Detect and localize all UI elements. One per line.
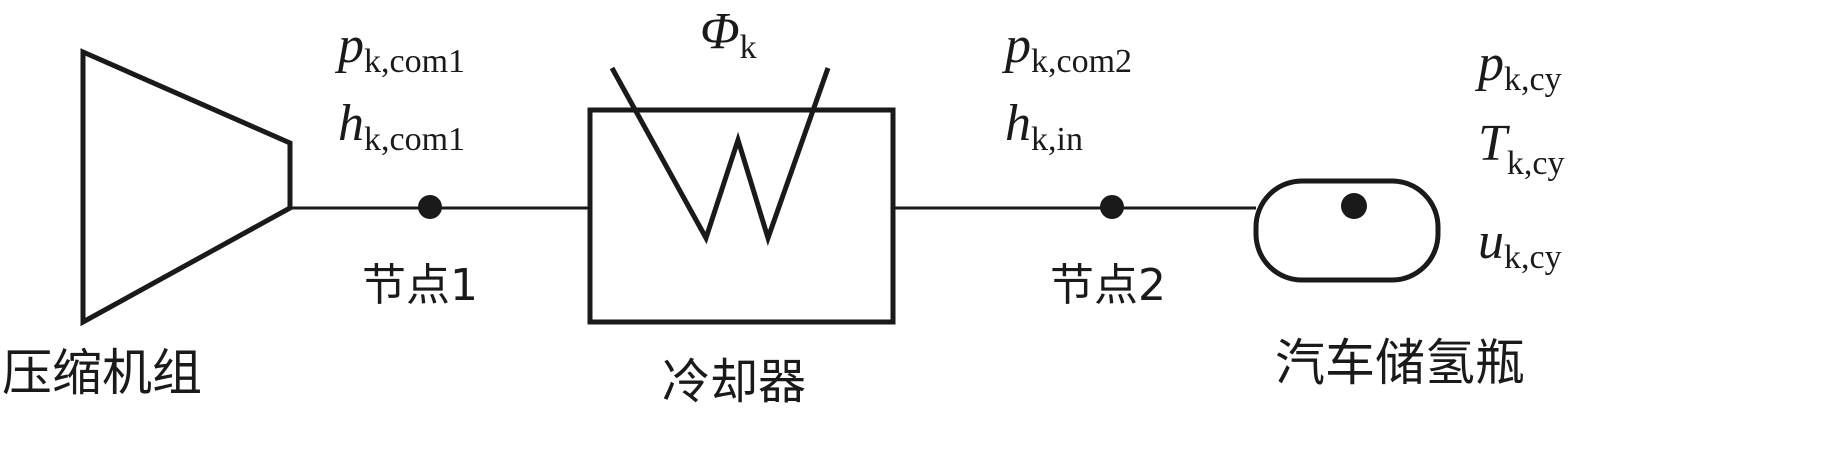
label-h-com1: hk,com1	[338, 95, 465, 158]
node2-dot	[1100, 195, 1124, 219]
cooler-label: 冷却器	[662, 354, 806, 410]
label-p-cy: pk,cy	[1474, 35, 1562, 98]
compressor-label: 压缩机组	[2, 344, 202, 402]
cooler-coil-symbol	[609, 66, 831, 246]
label-p-com1: pk,com1	[334, 17, 465, 80]
node1-label: 节点1	[362, 260, 478, 311]
cooler-box	[587, 107, 896, 325]
hydrogen-tank-symbol	[1253, 178, 1441, 283]
compressor-symbol	[80, 48, 293, 327]
tank-label: 汽车储氢瓶	[1275, 334, 1525, 392]
label-T-cy: Tk,cy	[1478, 115, 1565, 182]
label-u-cy: uk,cy	[1478, 213, 1562, 276]
tank-center-dot	[1341, 193, 1367, 219]
label-h-in: hk,in	[1005, 95, 1083, 158]
node1-dot	[418, 195, 442, 219]
node2-label: 节点2	[1050, 260, 1166, 311]
label-phi: Φk	[700, 3, 757, 66]
label-p-com2: pk,com2	[1001, 17, 1132, 80]
